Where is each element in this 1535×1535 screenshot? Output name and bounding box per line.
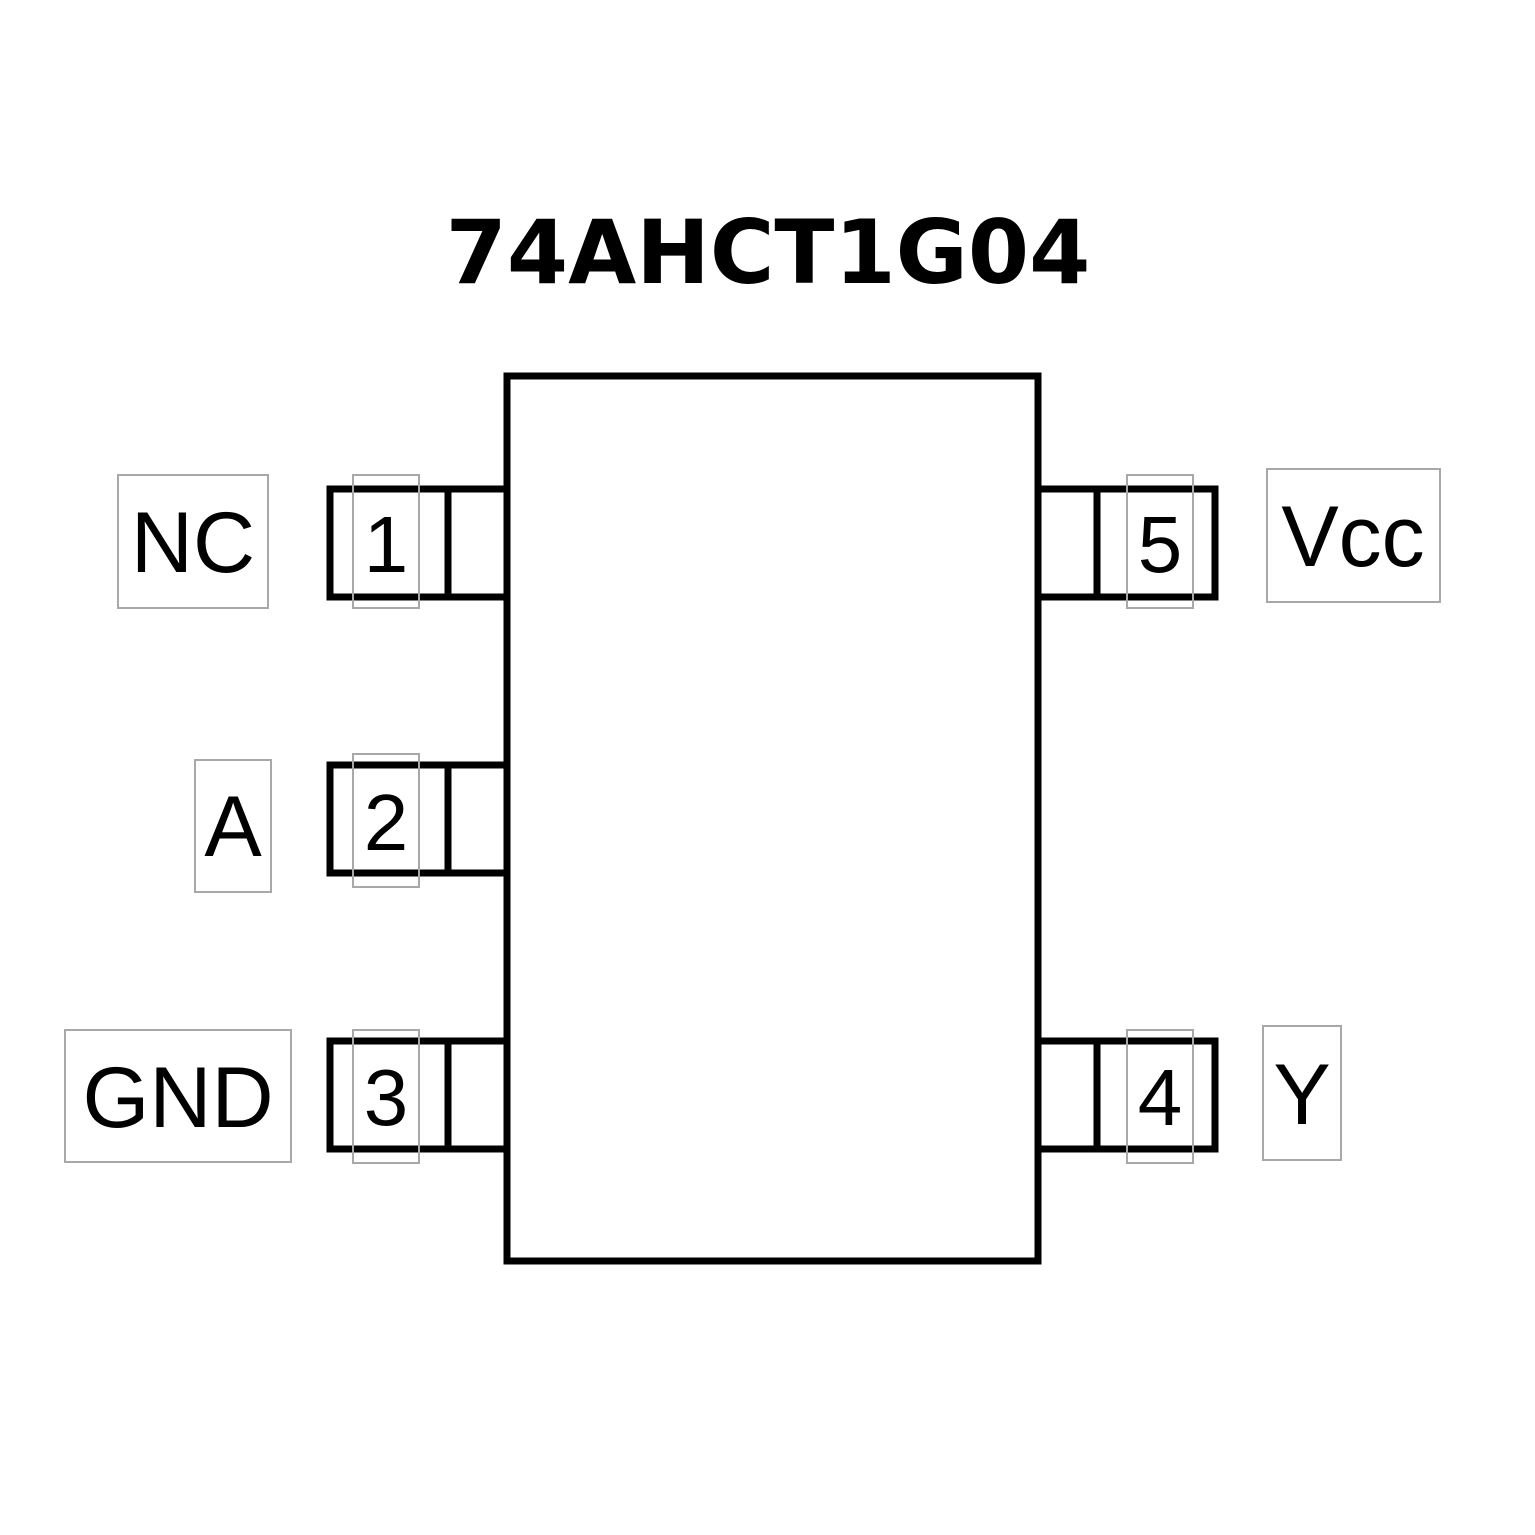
pin-1-lead — [326, 485, 507, 601]
pin-4-lead — [1038, 1037, 1219, 1153]
pin-3-name: GND — [82, 1050, 273, 1146]
pin-1-name: NC — [131, 495, 255, 591]
pin-5: 5 Vcc — [1038, 468, 1441, 609]
pin-1: 1 NC — [117, 474, 507, 609]
pin-4-number-box — [1126, 1029, 1194, 1164]
pin-2-name-box — [194, 759, 272, 893]
pin-2-number: 2 — [364, 778, 409, 867]
pin-5-number-box — [1126, 474, 1194, 609]
pin-1-name-box — [117, 474, 269, 609]
pin-4-name-box — [1262, 1025, 1342, 1161]
pin-3-lead — [326, 1037, 507, 1153]
chip-title: 74AHCT1G04 — [446, 201, 1091, 304]
pin-4-number: 4 — [1138, 1053, 1183, 1142]
pin-2-lead — [326, 761, 507, 877]
pin-2: 2 A — [194, 753, 507, 893]
pin-2-number-box — [352, 753, 420, 888]
ic-body — [503, 372, 1042, 1265]
pin-3-number: 3 — [364, 1053, 409, 1142]
pin-3: 3 GND — [64, 1029, 507, 1164]
pin-4-name: Y — [1273, 1047, 1330, 1143]
pin-1-number: 1 — [364, 500, 409, 589]
pin-2-name: A — [204, 779, 262, 875]
pin-5-name: Vcc — [1281, 489, 1424, 585]
pin-5-name-box — [1266, 468, 1441, 603]
pin-3-number-box — [352, 1029, 420, 1164]
pin-1-number-box — [352, 474, 420, 609]
pin-5-lead — [1038, 485, 1219, 601]
pin-4: 4 Y — [1038, 1025, 1342, 1164]
pin-3-name-box — [64, 1029, 292, 1163]
pin-5-number: 5 — [1138, 500, 1183, 589]
